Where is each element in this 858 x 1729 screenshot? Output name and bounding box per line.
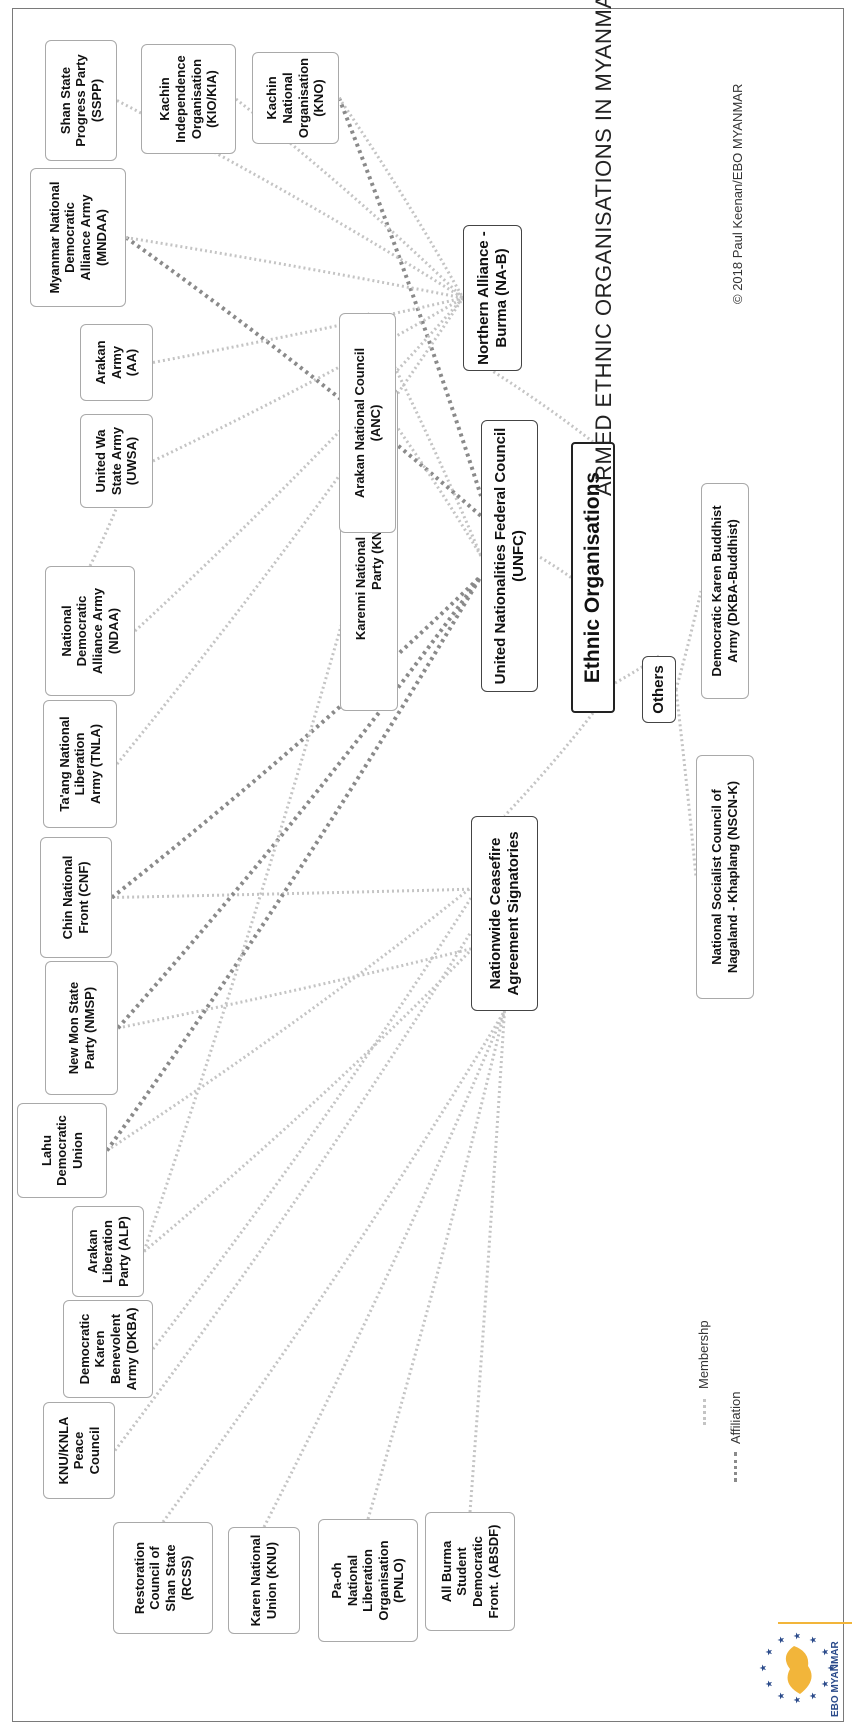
node-nmsp: New Mon State Party (NMSP): [45, 961, 118, 1095]
link-knu_knla-nca: [115, 932, 471, 1451]
svg-text:★: ★: [764, 1648, 774, 1656]
link-alp-nca: [144, 950, 471, 1251]
link-others-nscn: [676, 690, 696, 878]
node-lahu-democratic-union: Lahu Democratic Union: [17, 1103, 107, 1198]
logo-text: EBO MYANMAR: [830, 1641, 841, 1717]
link-cnf-unfc: [112, 576, 481, 898]
ebo-logo-map: [786, 1646, 812, 1694]
link-dkba-nca: [153, 898, 471, 1349]
legend-affiliation-swatch: [734, 1452, 737, 1482]
svg-text:★: ★: [820, 1648, 830, 1656]
node-tnla: Ta'ang National Liberation Army (TNLA): [43, 700, 117, 828]
legend-affiliation: Affiliation: [728, 1391, 743, 1444]
node-sspp: Shan State Progress Party (SSPP): [45, 40, 117, 161]
link-nmsp-nca: [118, 949, 471, 1028]
node-kno: Kachin National Organisation (KNO): [252, 52, 339, 144]
node-ndaa: National Democratic Alliance Army (NDAA): [45, 566, 135, 696]
node-arakan-army: Arakan Army (AA): [80, 324, 153, 401]
legend-membership: Membershp: [696, 1320, 711, 1389]
link-cnf-nca: [112, 889, 471, 897]
node-absdf: All Burma Student Democratic Front. (ABS…: [425, 1512, 515, 1631]
link-ndaa-uwsa: [90, 508, 117, 566]
link-root-unfc: [538, 556, 571, 578]
node-rcss: Restoration Council of Shan State (RCSS): [113, 1522, 213, 1634]
svg-text:★: ★: [792, 1696, 802, 1704]
ebo-logo-graphic: ★★★ ★★★ ★★★ ★★★: [752, 1624, 842, 1714]
link-kno-nab: [339, 98, 463, 298]
node-dkba-buddhist: Democratic Karen Buddhist Army (DKBA-Bud…: [701, 483, 749, 699]
diagram-title: ARMED ETHNIC ORGANISATIONS IN MYANMAR: [591, 0, 617, 496]
legend-membership-swatch: [703, 1399, 706, 1425]
node-nscn-k: National Socialist Council of Nagaland -…: [696, 755, 754, 999]
link-absdf-nca: [470, 1011, 505, 1512]
svg-text:★: ★: [808, 1636, 818, 1644]
link-mndaa-nab: [126, 238, 463, 299]
node-knu: Karen National Union (KNU): [228, 1527, 300, 1634]
copyright: © 2018 Paul Keenan/EBO MYANMAR: [730, 84, 745, 304]
node-others: Others: [642, 656, 676, 723]
node-dkba: Democratic Karen Benevolent Army (DKBA): [63, 1300, 153, 1398]
node-northern-alliance: Northern Alliance - Burma (NA-B): [463, 225, 522, 371]
ebo-logo: ★★★ ★★★ ★★★ ★★★: [752, 1624, 842, 1714]
node-cnf: Chin National Front (CNF): [40, 837, 112, 958]
link-rcss-nca: [163, 1011, 505, 1522]
link-mndaa-unfc: [126, 238, 481, 517]
svg-text:★: ★: [758, 1664, 768, 1672]
node-nca-signatories: Nationwide Ceasefire Agreement Signatori…: [471, 816, 538, 1011]
node-anc: Arakan National Council (ANC): [339, 313, 396, 533]
link-others-dkba-b: [676, 591, 701, 690]
svg-text:★: ★: [808, 1692, 818, 1700]
node-mndaa: Myanmar National Democratic Alliance Arm…: [30, 168, 126, 307]
node-knu-knla-peace-council: KNU/KNLA Peace Council: [43, 1402, 115, 1499]
link-ndaa-nab: [135, 298, 463, 631]
link-knu-nca: [264, 1011, 505, 1527]
node-alp: Arakan Liberation Party (ALP): [72, 1206, 144, 1297]
link-pnlo-nca: [368, 1011, 505, 1519]
link-aa-nab: [153, 298, 463, 363]
node-uwsa: United Wa State Army (UWSA): [80, 414, 153, 508]
node-unfc: United Nationalities Federal Council (UN…: [481, 420, 538, 692]
svg-text:★: ★: [820, 1680, 830, 1688]
node-pnlo: Pa-oh National Liberation Organisation (…: [318, 1519, 418, 1642]
logo-divider: [778, 1622, 852, 1624]
node-kio-kia: Kachin Independence Organisation (KIO/KI…: [141, 44, 236, 154]
link-root-nca: [505, 713, 594, 816]
svg-text:★: ★: [776, 1636, 786, 1644]
svg-text:★: ★: [764, 1680, 774, 1688]
link-ldu-unfc: [107, 576, 481, 1151]
svg-text:★: ★: [776, 1692, 786, 1700]
link-uwsa-nab: [153, 298, 463, 461]
svg-text:★: ★: [792, 1632, 802, 1640]
